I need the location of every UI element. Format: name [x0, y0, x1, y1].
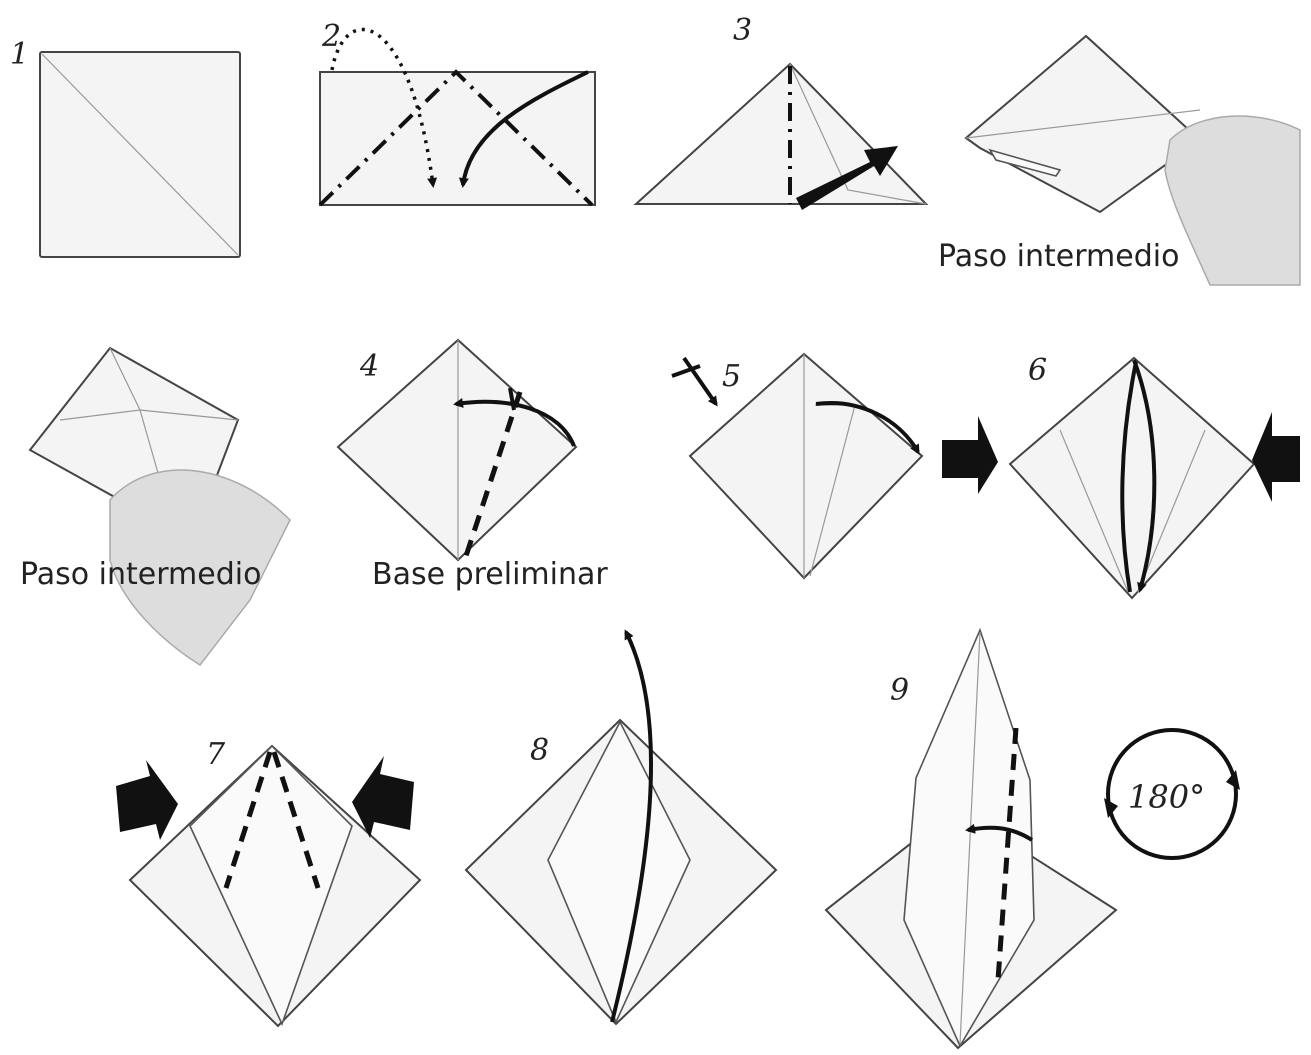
step-number: 5 — [722, 359, 741, 394]
step-number: 1 — [10, 37, 29, 72]
intermediate-caption: Paso intermedio — [938, 239, 1179, 274]
step-number: 6 — [1028, 353, 1047, 388]
rectangle-paper — [320, 72, 595, 205]
push-arrow-icon — [1252, 412, 1300, 502]
intermediate-step-a: Paso intermedio — [938, 36, 1300, 285]
step-number: 7 — [206, 737, 226, 772]
step-number: 4 — [359, 349, 379, 384]
intermediate-step-b: Paso intermedio — [20, 348, 290, 665]
step-3: 3 — [636, 13, 926, 210]
step-number: 2 — [321, 19, 341, 54]
step-number: 9 — [890, 673, 909, 708]
step-6: 6 — [1010, 353, 1300, 598]
rotation-label: 180° — [1128, 778, 1205, 816]
x-mark-icon — [672, 358, 716, 404]
step-number: 8 — [530, 733, 549, 768]
intermediate-caption: Paso intermedio — [20, 557, 261, 592]
hand-icon — [1165, 116, 1300, 285]
step-2: 2 — [320, 19, 595, 205]
rotate-icon: 180° — [1104, 730, 1240, 858]
step-number: 3 — [733, 13, 752, 48]
step-caption: Base preliminar — [372, 557, 608, 592]
triangle-paper — [636, 64, 926, 204]
push-arrow-icon — [942, 416, 998, 494]
push-arrow-icon — [116, 760, 178, 840]
step-7: 7 — [116, 737, 420, 1026]
step-9: 9 — [826, 630, 1116, 1048]
step-8: 8 — [466, 632, 776, 1024]
step-1: 1 — [10, 37, 240, 257]
step-4: 4 Base preliminar — [338, 340, 608, 592]
step-5: 5 — [672, 354, 922, 578]
